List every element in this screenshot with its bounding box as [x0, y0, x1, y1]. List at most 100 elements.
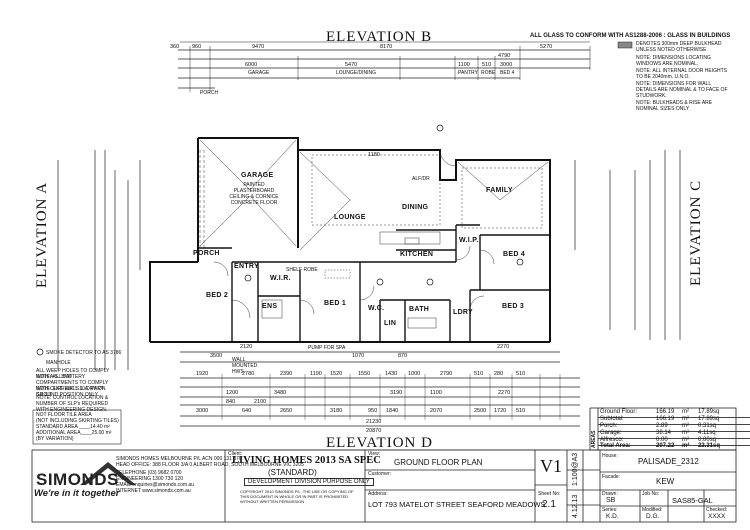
- dim-label-robe: ROBE: [481, 70, 496, 76]
- pump-spa-note: PUMP FOR SPA: [308, 345, 346, 351]
- area-row: Garage: 38.14 m² 4.11sq: [598, 430, 750, 439]
- room-wip: W.I.P.: [459, 237, 479, 244]
- area-unit: m²: [682, 423, 689, 429]
- dim-bottom-r1-9: 510: [474, 371, 484, 377]
- dim-bottom-r2-2: 840: [226, 399, 236, 405]
- area-name: Subtotal:: [600, 416, 624, 422]
- room-wir: W.I.R.: [270, 275, 291, 282]
- room-wc: W.C.: [368, 305, 385, 312]
- room-lin: LIN: [384, 320, 397, 327]
- elevation-d-label: ELEVATION D: [326, 435, 433, 451]
- dim-bottom-r3-6: 2070: [430, 408, 443, 414]
- dim-top-7: 510: [482, 62, 492, 68]
- office-line-1: SIMONDS HOMES MELBOURNE P/L ACN 000 131 …: [116, 456, 242, 462]
- area-squares: 17.89sq: [698, 409, 720, 415]
- dim-bottom-r3-2: 2650: [280, 408, 293, 414]
- area-value: 38.14: [656, 430, 672, 436]
- area-value: 207.22: [656, 443, 675, 449]
- dim-bottom-r2-0: 1200: [226, 390, 239, 396]
- date-value: 4.12.13: [572, 494, 579, 518]
- area-unit: m²: [682, 437, 689, 443]
- area-name: Garage:: [600, 430, 622, 436]
- view-name: GROUND FLOOR PLAN: [394, 458, 483, 467]
- dim-bottom-r3-5: 1840: [386, 408, 399, 414]
- dim-bottom-r3-8: 1720: [494, 408, 507, 414]
- area-name: Porch:: [600, 423, 618, 429]
- dim-label-lounge: LOUNGE/DINING: [336, 70, 377, 76]
- purpose-note: DEVELOPMENT DIVISION PURPOSE ONLY: [244, 478, 374, 486]
- customer-label: Customer:: [368, 471, 392, 477]
- room-kitchen: KITCHEN: [400, 251, 434, 258]
- area-unit: m²: [682, 409, 689, 415]
- dim-top-1: 9470: [252, 44, 265, 50]
- view-label: View:: [368, 451, 381, 457]
- room-entry: ENTRY: [234, 263, 259, 270]
- dim-bottom-mid-2: 3500: [210, 353, 223, 359]
- tile-variation: (BY VARIATION): [36, 436, 74, 442]
- room-bath: BATH: [409, 306, 430, 313]
- dim-bottom-r1-3: 1190: [310, 371, 322, 377]
- dim-bottom-mid-1: 2120: [240, 344, 253, 350]
- elevation-b-label: ELEVATION B: [326, 29, 433, 45]
- tile-area-title: NOT FLOOR TILE AREA: [36, 412, 92, 418]
- modified-value: D.G.: [646, 513, 660, 520]
- area-name: Ground Floor:: [600, 409, 638, 415]
- dim-bottom-r1-11: 510: [516, 371, 526, 377]
- room-garage: GARAGE: [241, 172, 274, 179]
- address-label: Address:: [368, 491, 388, 497]
- checked-label: Checked:: [706, 507, 728, 513]
- house-value: PALISADE_2312: [638, 457, 699, 466]
- dim-bottom-r3-4: 950: [368, 408, 378, 414]
- dim-top-6: 1100: [458, 62, 470, 68]
- legend-note-3: NOTE: DIMENSIONS FOR WALL DETAILS ARE NO…: [636, 81, 728, 99]
- elevation-a-label: ELEVATION A: [34, 181, 50, 288]
- drawn-value: SB: [606, 497, 616, 504]
- shelf-robe-label: SHELF ROBE: [286, 267, 318, 273]
- room-family: FAMILY: [486, 187, 513, 194]
- dim-bottom-r3-1: 640: [242, 408, 252, 414]
- tile-additional-area: ADDITIONAL AREA____25.00 m²: [36, 430, 112, 436]
- room-dining: DINING: [402, 204, 429, 211]
- wall-mounted-hws-note: WALL MOUNTED HWS: [232, 357, 258, 375]
- area-row-total: Total Area: 207.22 m² 22.31sq: [598, 443, 750, 452]
- garage-finish-note: PAINTED PLASTERBOARD CEILING & CORNICE C…: [229, 182, 279, 206]
- area-unit: m²: [682, 416, 689, 422]
- battery-note: NOTE: ALL BATTERY COMPARTMENTS TO COMPLY…: [36, 374, 109, 398]
- area-squares: 22.31sq: [698, 443, 721, 449]
- area-row: Ground Floor: 166.19 m² 17.89sq: [598, 409, 750, 418]
- legend-bulkhead-text: DENOTES 300mm DEEP BULKHEAD UNLESS NOTED…: [636, 41, 722, 53]
- dim-label-porch: PORCH: [200, 90, 219, 96]
- area-value: 2.89: [656, 423, 668, 429]
- area-row: Subtotal: 166.19 m² 17.89sq: [598, 416, 750, 425]
- modified-label: Modified:: [642, 507, 663, 513]
- room-bed3: BED 3: [502, 303, 525, 310]
- sheet-label: Sheet No:: [538, 491, 561, 497]
- series-value: K.D.: [606, 513, 619, 520]
- control-location-note: NOTE: CONTROL LOCATION & NUMBER OF SLP's…: [36, 395, 109, 413]
- dim-bottom-r1-4: 1520: [330, 371, 343, 377]
- dim-overall-top: 8170: [380, 44, 393, 50]
- dim-bottom-r3-0: 3000: [196, 408, 209, 414]
- dim-top-10: 360: [170, 44, 180, 50]
- dim-top-3: 4790: [498, 53, 511, 59]
- office-telephone: TELEPHONE (03) 9682 0700: [116, 470, 182, 476]
- legend-note-2: NOTE: ALL INTERNAL DOOR HEIGHTS TO BE 20…: [636, 68, 728, 80]
- weep-hole-note: ALL WEEP HOLES TO COMPLY WITH A.S. 3700: [36, 368, 110, 380]
- legend-note-1: NOTE: DIMENSIONS LOCATING WINDOWS ARE NO…: [636, 55, 711, 67]
- area-squares: 0.31sq: [698, 423, 717, 429]
- area-value: 166.19: [656, 409, 675, 415]
- dim-label-garage: GARAGE: [248, 70, 270, 76]
- dim-top-5: 5470: [345, 62, 358, 68]
- room-ens: ENS: [262, 303, 278, 310]
- standard-label: (STANDARD): [268, 468, 317, 477]
- dim-bottom-r2-4: 3190: [390, 390, 403, 396]
- dim-top-9: 960: [192, 44, 202, 50]
- area-value: 0.00: [656, 437, 668, 443]
- room-ldry: LDRY: [453, 309, 473, 316]
- office-internet: INTERNET www.simonds.com.au: [116, 488, 191, 494]
- room-bed4: BED 4: [503, 251, 526, 258]
- dim-top-8: 3000: [500, 62, 513, 68]
- dim-bottom-r1-5: 1550: [358, 371, 371, 377]
- legend-note-4: NOTE: BULKHEADS & RISE ARE NOMINAL SIZES…: [636, 100, 713, 112]
